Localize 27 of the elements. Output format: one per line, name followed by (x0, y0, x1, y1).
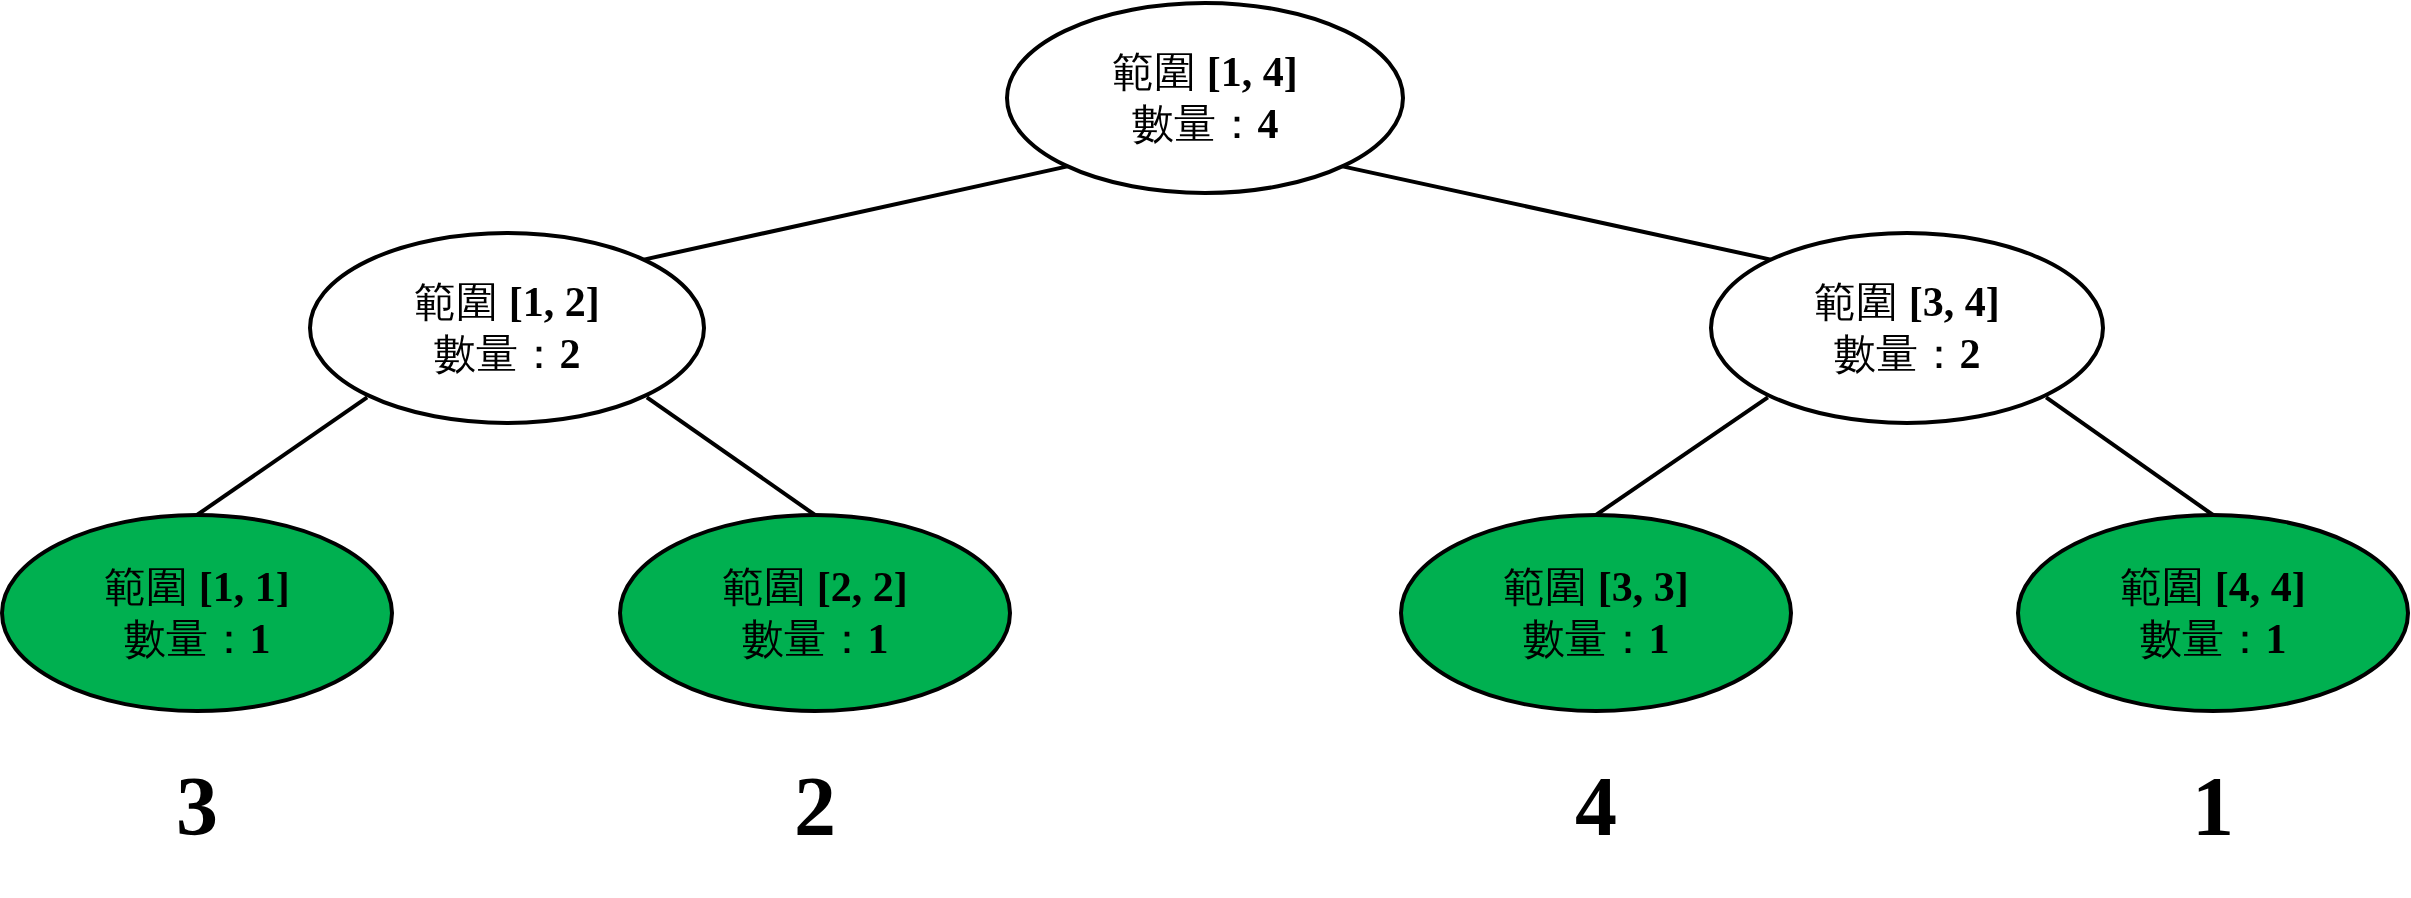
count-label: 數量：1 (1522, 615, 1670, 664)
leaf-value: 3 (176, 765, 218, 849)
tree-node (308, 231, 706, 425)
range-label: 範圍 [1, 1] (104, 563, 290, 612)
count-label: 數量：1 (741, 615, 889, 664)
connector-line (643, 164, 1068, 262)
range-label: 範圍 [2, 2] (722, 563, 908, 612)
tree-node (1709, 231, 2105, 425)
leaf-value: 4 (1575, 765, 1617, 849)
count-label: 數量：4 (1131, 100, 1279, 149)
range-label: 範圍 [3, 4] (1814, 278, 2000, 327)
range-label: 範圍 [1, 4] (1112, 48, 1298, 97)
tree-node (618, 513, 1012, 713)
count-label: 數量：2 (1833, 330, 1981, 379)
count-label: 數量：1 (2139, 615, 2287, 664)
tree-node (2016, 513, 2410, 713)
range-label: 範圍 [3, 3] (1503, 563, 1689, 612)
count-label: 數量：1 (123, 615, 271, 664)
connector-line (1342, 164, 1772, 262)
range-label: 範圍 [1, 2] (414, 278, 600, 327)
tree-node (1005, 1, 1405, 195)
range-label: 範圍 [4, 4] (2120, 563, 2306, 612)
tree-node (1399, 513, 1793, 713)
leaf-value: 1 (2192, 765, 2234, 849)
tree-node (0, 513, 394, 713)
leaf-value: 2 (794, 765, 836, 849)
count-label: 數量：2 (433, 330, 581, 379)
